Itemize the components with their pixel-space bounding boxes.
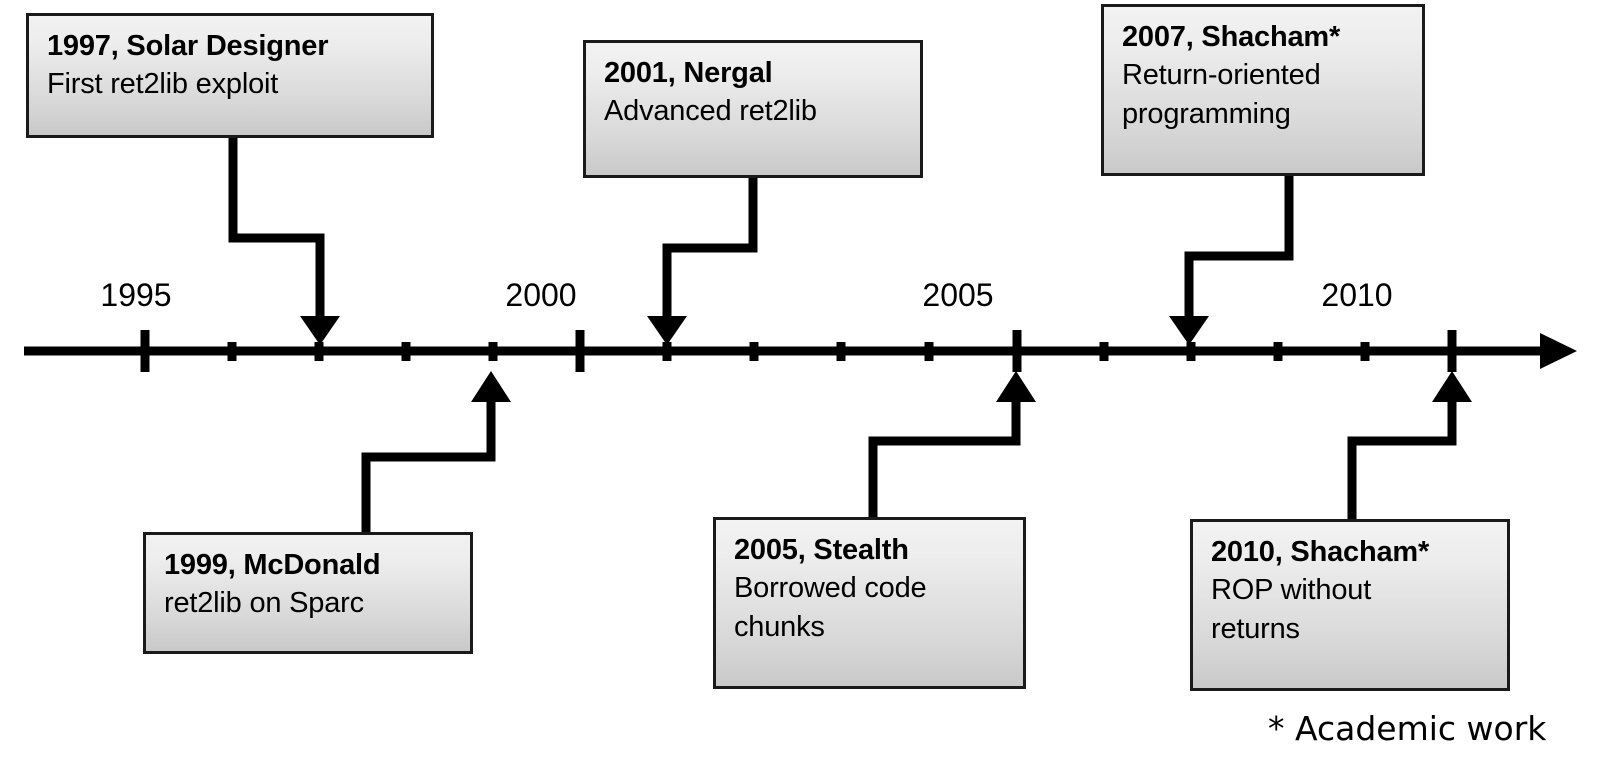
event-title: 2010, Shacham*: [1211, 536, 1430, 568]
axis-year-label-2005: 2005: [922, 277, 994, 313]
timeline-axis-arrowhead: [1540, 333, 1577, 369]
event-description: ROP without returns: [1211, 574, 1372, 645]
axis-major-ticks: [140, 330, 1457, 372]
connector-arrowhead-1999: [471, 371, 511, 402]
axis-year-label-2010: 2010: [1321, 277, 1393, 313]
event-title: 2001, Nergal: [604, 57, 773, 89]
event-description: First ret2lib exploit: [47, 68, 279, 101]
axis-minor-ticks: [227, 342, 1370, 361]
footnote-academic-work: * Academic work: [1268, 709, 1547, 748]
connector-1997-solar-designer: [228, 138, 340, 345]
event-description: ret2lib on Sparc: [164, 587, 364, 620]
connector-arrowhead-2005: [996, 371, 1036, 402]
connector-1999-mcdonald: [361, 371, 511, 532]
connector-2001-nergal: [647, 178, 758, 345]
event-box-2007-shacham[interactable]: 2007, Shacham* Return-oriented programmi…: [1101, 4, 1425, 176]
event-box-2005-stealth[interactable]: 2005, Stealth Borrowed code chunks: [713, 517, 1026, 689]
axis-year-label-2000: 2000: [505, 277, 577, 313]
connector-2005-stealth: [868, 371, 1036, 534]
event-description: Advanced ret2lib: [604, 95, 817, 128]
event-title: 2005, Stealth: [734, 534, 909, 566]
connector-arrowhead-2007: [1169, 316, 1209, 345]
axis-year-label-1995: 1995: [100, 277, 172, 313]
connector-2007-shacham: [1169, 176, 1294, 345]
connector-2010-shacham: [1347, 371, 1472, 535]
event-box-2001-nergal[interactable]: 2001, Nergal Advanced ret2lib: [583, 40, 923, 178]
event-description: Borrowed code chunks: [734, 572, 927, 643]
event-box-1999-mcdonald[interactable]: 1999, McDonald ret2lib on Sparc: [143, 532, 473, 654]
event-title: 1999, McDonald: [164, 549, 381, 581]
event-box-1997-solar-designer[interactable]: 1997, Solar Designer First ret2lib explo…: [26, 13, 434, 138]
event-title: 1997, Solar Designer: [47, 30, 329, 62]
connector-arrowhead-2001: [647, 316, 687, 345]
connector-arrowhead-1997: [300, 316, 340, 345]
event-box-2010-shacham[interactable]: 2010, Shacham* ROP without returns: [1190, 519, 1510, 691]
event-title: 2007, Shacham*: [1122, 21, 1341, 53]
connector-arrowhead-2010: [1432, 371, 1472, 402]
event-description: Return-oriented programming: [1122, 59, 1321, 130]
